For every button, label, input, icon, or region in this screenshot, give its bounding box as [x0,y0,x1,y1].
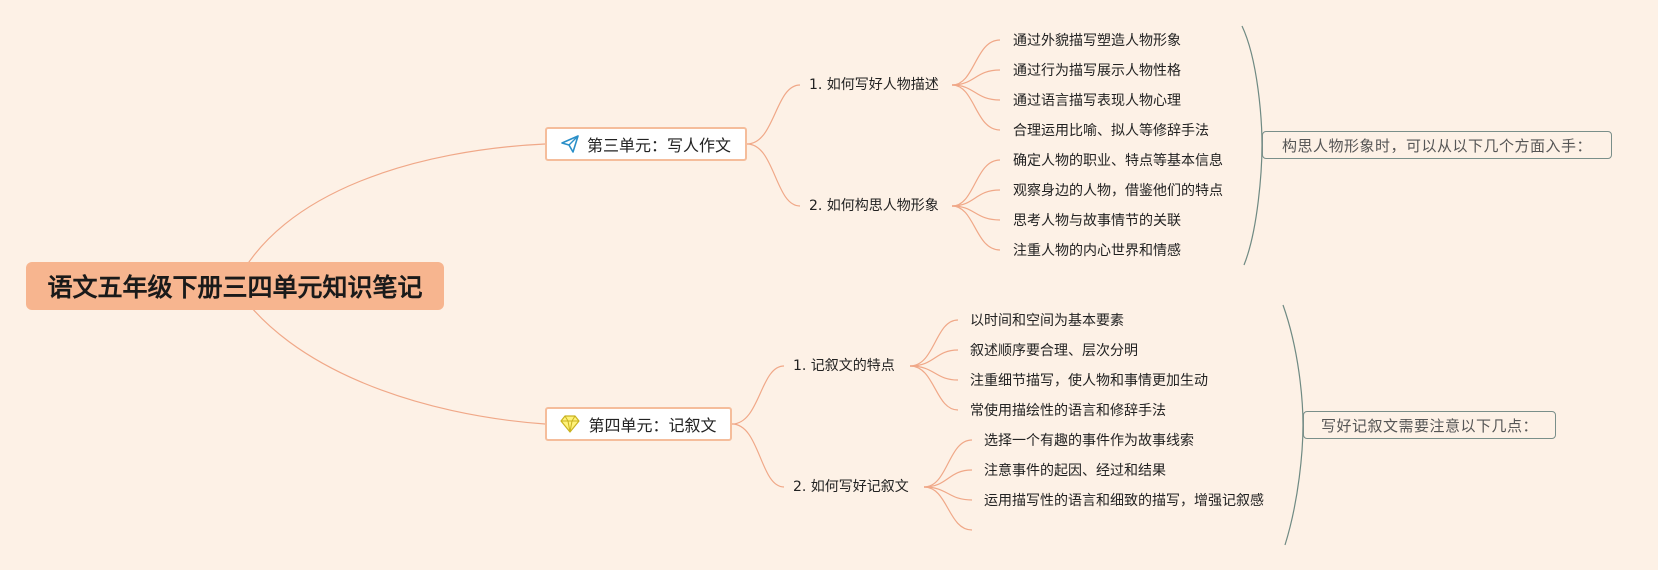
leaf-item[interactable]: 叙述顺序要合理、层次分明 [970,343,1138,359]
connector-leaf [951,189,1001,207]
connector-leaf [951,159,1001,207]
connector-root-unit4 [234,285,546,425]
connector-leaf [909,349,959,367]
leaf-item[interactable]: 以时间和空间为基本要素 [970,313,1124,329]
branch-unit4-label: 第四单元：记叙文 [588,416,717,435]
summary-unit3[interactable]: 构思人物形象时，可以从以下几个方面入手： [1262,131,1612,159]
connector-leaf [923,439,973,488]
summary-bracket-unit3 [1241,25,1263,266]
connector-unit3-sub2 [746,143,801,207]
leaf-item[interactable]: 合理运用比喻、拟人等修辞手法 [1013,123,1209,139]
subtopic-unit3-2[interactable]: 2. 如何构思人物形象 [809,198,939,214]
leaf-item[interactable]: 注重人物的内心世界和情感 [1013,243,1181,259]
connector-leaf [909,365,959,411]
connector-leaf [951,84,1001,131]
connector-unit3-sub1 [746,84,801,145]
connector-unit4-sub2 [731,423,785,488]
leaf-item[interactable]: 观察身边的人物，借鉴他们的特点 [1013,183,1223,199]
subtopic-unit4-1[interactable]: 1. 记叙文的特点 [793,358,895,374]
connector-leaf [951,205,1001,251]
diamond-icon [560,415,581,433]
leaf-item[interactable]: 通过行为描写展示人物性格 [1013,63,1181,79]
leaf-item[interactable]: 通过外貌描写塑造人物形象 [1013,33,1181,49]
connector-leaf [909,365,959,381]
connector-unit4-sub1 [731,365,785,425]
branch-unit4[interactable]: 第四单元：记叙文 [545,407,732,441]
leaf-item[interactable]: 运用描写性的语言和细致的描写，增强记叙感 [984,493,1264,509]
leaf-item[interactable]: 常使用描绘性的语言和修辞手法 [970,403,1166,419]
subtopic-unit3-1[interactable]: 1. 如何写好人物描述 [809,77,939,93]
branch-unit3-label: 第三单元：写人作文 [586,136,731,155]
connector-leaf [909,319,959,367]
connector-leaf [951,69,1001,86]
subtopic-unit4-2[interactable]: 2. 如何写好记叙文 [793,479,909,495]
root-title[interactable]: 语文五年级下册三四单元知识笔记 [26,262,444,310]
leaf-item[interactable]: 思考人物与故事情节的关联 [1013,213,1181,229]
connector-root-unit3 [234,143,546,287]
leaf-item[interactable]: 确定人物的职业、特点等基本信息 [1013,153,1223,169]
connector-leaf [923,486,973,531]
leaf-item[interactable]: 通过语言描写表现人物心理 [1013,93,1181,109]
summary-bracket-unit4 [1282,304,1304,546]
summary-unit4[interactable]: 写好记叙文需要注意以下几点： [1303,411,1556,439]
branch-unit3[interactable]: 第三单元：写人作文 [545,127,747,161]
connector-leaf [923,469,973,488]
leaf-item[interactable]: 注重细节描写，使人物和事情更加生动 [970,373,1208,389]
leaf-item[interactable]: 注意事件的起因、经过和结果 [984,463,1166,479]
paper-plane-icon [561,135,579,153]
connector-leaf [951,39,1001,86]
leaf-item[interactable]: 选择一个有趣的事件作为故事线索 [984,433,1194,449]
